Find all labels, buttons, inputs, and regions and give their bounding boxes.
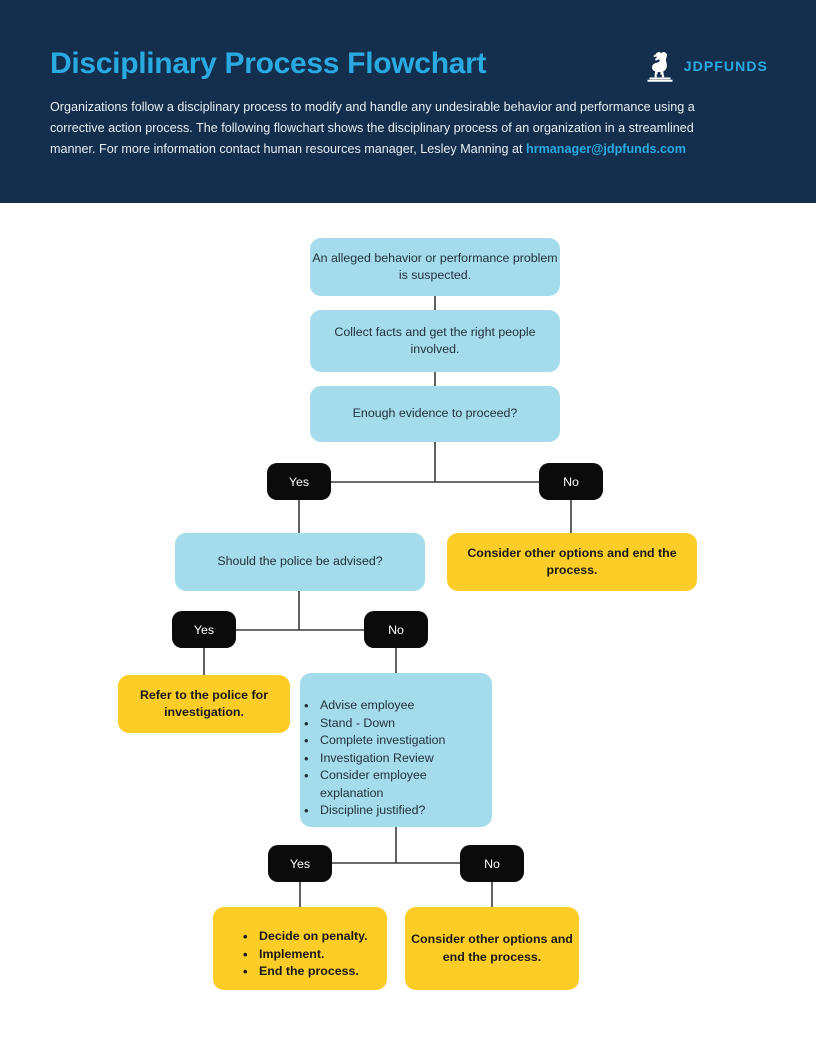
- list-item: Implement.: [243, 946, 368, 964]
- node-police-advised-label: Should the police be advised?: [217, 554, 383, 569]
- page-header: Disciplinary Process Flowchart JDPFUNDS …: [0, 0, 816, 203]
- intro-text: Organizations follow a disciplinary proc…: [50, 100, 695, 156]
- node-decide-penalty[interactable]: Decide on penalty. Implement. End the pr…: [213, 907, 387, 990]
- brand-logo: JDPFUNDS: [645, 50, 768, 82]
- decision-discipline-yes-label: Yes: [289, 856, 311, 871]
- decision-evidence-no-label: No: [563, 474, 579, 489]
- flowchart-canvas: An alleged behavior or performance probl…: [0, 203, 816, 1056]
- brand-name: JDPFUNDS: [683, 58, 768, 74]
- lion-statue-logo-icon: [645, 50, 675, 82]
- list-item: End the process.: [243, 963, 368, 981]
- decision-police-no-label: No: [388, 622, 404, 637]
- decision-police-no[interactable]: No: [364, 611, 428, 648]
- page-title: Disciplinary Process Flowchart: [50, 47, 487, 80]
- decision-discipline-yes[interactable]: Yes: [268, 845, 332, 882]
- decision-police-yes-label: Yes: [193, 622, 215, 637]
- node-refer-police[interactable]: Refer to the police for investigation.: [118, 675, 290, 733]
- decision-discipline-no[interactable]: No: [460, 845, 524, 882]
- list-item: Discipline justified?: [304, 802, 480, 820]
- list-item: Advise employee: [304, 697, 480, 715]
- node-enough-evidence[interactable]: Enough evidence to proceed?: [310, 386, 560, 442]
- list-item: Stand - Down: [304, 715, 480, 733]
- node-consider-options-bottom[interactable]: Consider other options and end the proce…: [405, 907, 579, 990]
- decision-evidence-yes-label: Yes: [288, 474, 310, 489]
- intro-paragraph: Organizations follow a disciplinary proc…: [50, 97, 740, 160]
- node-collect-facts-label: Collect facts and get the right people i…: [334, 324, 536, 357]
- decision-evidence-yes[interactable]: Yes: [267, 463, 331, 500]
- decision-discipline-no-label: No: [484, 856, 500, 871]
- decision-police-yes[interactable]: Yes: [172, 611, 236, 648]
- list-item: Investigation Review: [304, 750, 480, 768]
- investigation-steps-list: Advise employee Stand - Down Complete in…: [300, 697, 480, 820]
- node-consider-options-bottom-label: Consider other options and end the proce…: [411, 932, 573, 964]
- node-refer-police-label: Refer to the police for investigation.: [139, 687, 269, 720]
- decision-evidence-no[interactable]: No: [539, 463, 603, 500]
- list-item: Decide on penalty.: [243, 928, 367, 946]
- node-consider-options-top[interactable]: Consider other options and end the proce…: [447, 533, 697, 591]
- node-investigation-steps[interactable]: Advise employee Stand - Down Complete in…: [300, 673, 492, 827]
- penalty-steps-list: Decide on penalty. Implement. End the pr…: [239, 928, 368, 981]
- node-alleged-problem-label: An alleged behavior or performance probl…: [312, 250, 558, 283]
- list-item: Consider employee explanation: [304, 767, 480, 802]
- node-enough-evidence-label: Enough evidence to proceed?: [352, 406, 518, 421]
- node-alleged-problem[interactable]: An alleged behavior or performance probl…: [310, 238, 560, 296]
- list-item: Complete investigation: [304, 732, 480, 750]
- node-police-advised[interactable]: Should the police be advised?: [175, 533, 425, 591]
- node-collect-facts[interactable]: Collect facts and get the right people i…: [310, 310, 560, 372]
- hr-manager-email-link[interactable]: hrmanager@jdpfunds.com: [526, 142, 686, 156]
- node-consider-options-top-label: Consider other options and end the proce…: [467, 545, 677, 578]
